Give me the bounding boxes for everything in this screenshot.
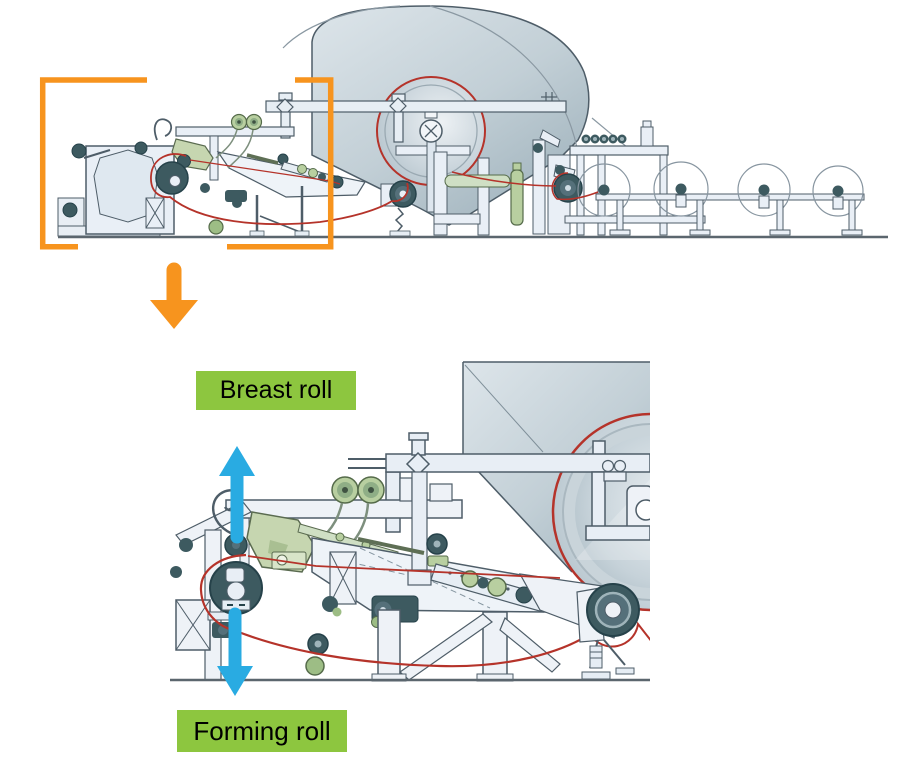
detail-yankee-cylinder xyxy=(551,412,650,612)
detail-under-table-units xyxy=(305,595,419,676)
highlight-frame-left-bracket xyxy=(39,77,147,250)
overview-roll-cores xyxy=(598,183,844,197)
overview-wire-path xyxy=(150,153,599,226)
detail-frame-legs xyxy=(371,609,561,682)
highlight-frame-right-bracket xyxy=(227,77,334,250)
overview-reel-section xyxy=(539,120,865,236)
detail-headbox xyxy=(246,511,399,573)
overview-press-roll xyxy=(380,151,490,237)
highlight-frame xyxy=(39,77,334,250)
forming-roll-pointer-arrow xyxy=(217,607,253,696)
detail-beam-post xyxy=(407,471,432,586)
overview-walkway-beam xyxy=(265,92,567,143)
detail-doctor-assembly xyxy=(357,533,449,567)
overview-spool-storage xyxy=(581,134,627,144)
breast-roll-label-text: Breast roll xyxy=(219,376,333,404)
detail-overhead-beam xyxy=(348,432,650,541)
detail-press-roll xyxy=(576,583,640,680)
detail-yankee-wire-ring xyxy=(551,412,650,612)
forming-roll-label: Forming roll xyxy=(177,710,347,752)
forming-roll-label-text: Forming roll xyxy=(193,715,331,746)
breast-roll-pointer-arrow xyxy=(219,446,255,544)
detail-diagram xyxy=(170,361,650,682)
zoom-arrow xyxy=(150,262,198,329)
overview-parent-rolls xyxy=(577,161,864,217)
detail-forming-roll xyxy=(209,561,263,615)
breast-roll-label: Breast roll xyxy=(196,371,356,410)
overview-diagram xyxy=(57,5,888,239)
